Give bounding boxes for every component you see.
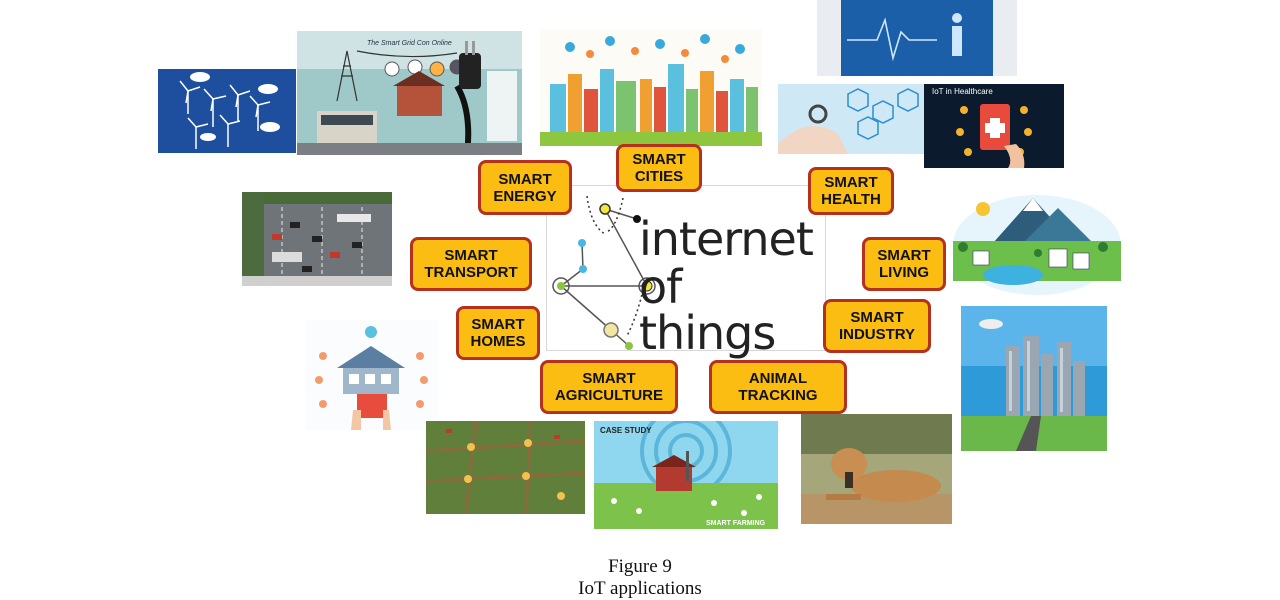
label-smart-energy: SMART ENERGY (478, 160, 572, 215)
health-monitor-image (817, 0, 1017, 76)
smart-city-image (540, 29, 762, 146)
iot-title-line1: internet (639, 212, 814, 266)
label-smart-cities: SMART CITIES (616, 144, 702, 192)
case-study-label: CASE STUDY (600, 426, 652, 435)
label-smart-industry: SMART INDUSTRY (823, 299, 931, 353)
smart-home-image (305, 320, 438, 430)
city-sensors-image (961, 306, 1107, 451)
smart-farming-label: SMART FARMING (706, 520, 766, 527)
wind-turbines-image (158, 69, 296, 153)
figure-title: IoT applications (578, 578, 702, 599)
agriculture-fields-image (426, 421, 585, 514)
iot-healthcare-image: IoT in Healthcare (924, 84, 1064, 168)
grid-title: The Smart Grid Con Online (367, 40, 452, 47)
label-smart-health: SMART HEALTH (808, 167, 894, 215)
label-smart-transport: SMART TRANSPORT (410, 237, 532, 291)
stethoscope-image (778, 84, 924, 154)
traffic-image (242, 192, 392, 286)
healthcare-title: IoT in Healthcare (932, 87, 993, 96)
iot-logo: internet of things (546, 185, 826, 356)
iot-title-line2: of things (639, 260, 776, 360)
figure-number: Figure 9 (608, 556, 672, 577)
smart-farming-image: CASE STUDY SMART FARMING (594, 421, 778, 529)
network-graph-icon (552, 195, 656, 350)
label-animal-tracking: ANIMAL TRACKING (709, 360, 847, 414)
smart-living-image (953, 183, 1121, 299)
smart-grid-image: The Smart Grid Con Online (297, 31, 522, 155)
label-smart-agriculture: SMART AGRICULTURE (540, 360, 678, 414)
lion-image (801, 414, 952, 524)
label-smart-living: SMART LIVING (862, 237, 946, 291)
label-smart-homes: SMART HOMES (456, 306, 540, 360)
